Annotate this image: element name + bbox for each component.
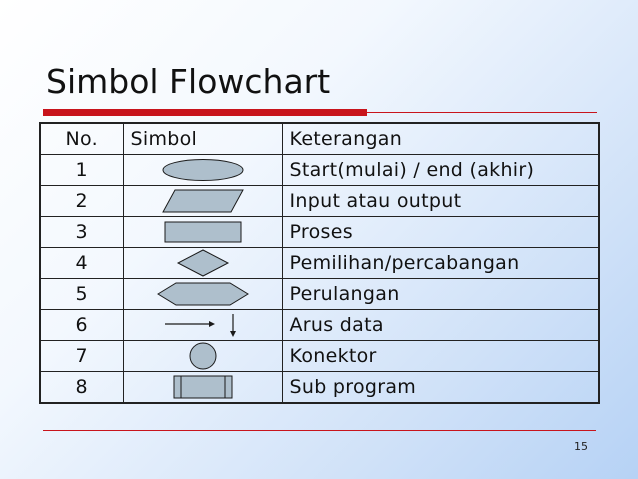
hexagon-loop-icon (156, 282, 249, 306)
page-number: 15 (574, 440, 588, 453)
symbol-cell (122, 247, 283, 279)
symbol-cell (122, 309, 283, 341)
row-description: Sub program (281, 371, 600, 404)
title-underline-thick (43, 109, 367, 116)
parallelogram-io-icon (161, 189, 244, 213)
circle-connector-icon (189, 342, 216, 370)
flow-arrows-icon (164, 314, 236, 337)
table-row: 1 Start(mulai) / end (akhir) (39, 154, 600, 186)
table-row: 4 Pemilihan/percabangan (39, 247, 600, 279)
header-description: Keterangan (281, 122, 600, 155)
row-description: Proses (281, 216, 600, 248)
row-number: 7 (39, 340, 124, 372)
table-row: 2 Input atau output (39, 185, 600, 217)
row-number: 3 (39, 216, 124, 248)
symbol-cell (122, 371, 283, 404)
table-row: 7 Konektor (39, 340, 600, 372)
table-row: 5 Perulangan (39, 278, 600, 310)
table-row: 3 Proses (39, 216, 600, 248)
oval-terminator-icon (162, 159, 243, 181)
row-number: 8 (39, 371, 124, 404)
symbol-cell (122, 278, 283, 310)
table-header-row: No. Simbol Keterangan (39, 122, 600, 155)
symbol-cell (122, 154, 283, 186)
symbol-cell (122, 185, 283, 217)
diamond-decision-icon (176, 249, 229, 277)
table-row: 8 Sub program (39, 371, 600, 404)
slide-title: Simbol Flowchart (46, 62, 331, 101)
table-row: 6 Arus data (39, 309, 600, 341)
header-symbol: Simbol (122, 122, 283, 155)
row-number: 1 (39, 154, 124, 186)
row-description: Perulangan (281, 278, 600, 310)
row-description: Input atau output (281, 185, 600, 217)
row-number: 5 (39, 278, 124, 310)
row-description: Pemilihan/percabangan (281, 247, 600, 279)
footer-line (43, 430, 596, 431)
row-description: Arus data (281, 309, 600, 341)
flowchart-symbol-table: No. Simbol Keterangan 1 Start(mulai) / e… (39, 122, 600, 404)
row-description: Konektor (281, 340, 600, 372)
subprogram-box-icon (173, 375, 232, 399)
symbol-cell (122, 340, 283, 372)
row-number: 6 (39, 309, 124, 341)
title-underline-thin (367, 112, 597, 113)
row-number: 4 (39, 247, 124, 279)
rectangle-process-icon (164, 221, 241, 243)
row-description: Start(mulai) / end (akhir) (281, 154, 600, 186)
header-no: No. (39, 122, 124, 155)
symbol-cell (122, 216, 283, 248)
row-number: 2 (39, 185, 124, 217)
